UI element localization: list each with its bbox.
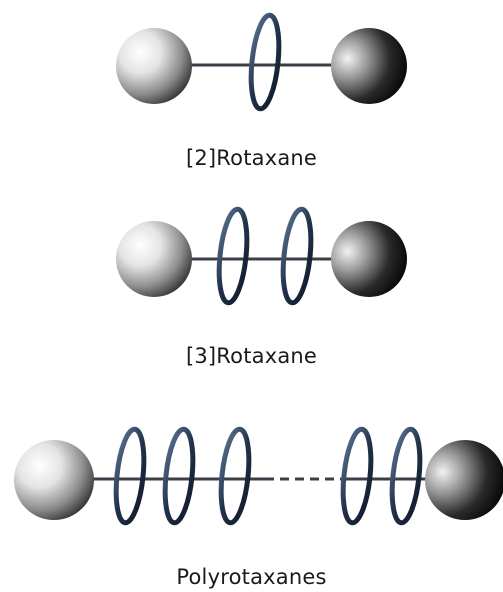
ring (218, 426, 252, 526)
stopper-right (331, 221, 407, 297)
ring (248, 12, 282, 112)
polyrotaxane (14, 426, 503, 526)
ring (113, 426, 147, 526)
label-polyrotaxanes: Polyrotaxanes (176, 565, 327, 589)
stopper-left (14, 440, 94, 520)
label-rotaxane-2: [2]Rotaxane (185, 146, 318, 170)
stopper-right (331, 28, 407, 104)
label-rotaxane-3: [3]Rotaxane (185, 344, 318, 368)
stopper-left (116, 221, 192, 297)
stopper-right (425, 440, 503, 520)
ring (162, 426, 196, 526)
ring (389, 426, 423, 526)
rotaxane-3 (116, 206, 407, 306)
ring (280, 206, 314, 306)
rotaxane-2 (116, 12, 407, 112)
ring (340, 426, 374, 526)
stopper-left (116, 28, 192, 104)
ring (216, 206, 250, 306)
